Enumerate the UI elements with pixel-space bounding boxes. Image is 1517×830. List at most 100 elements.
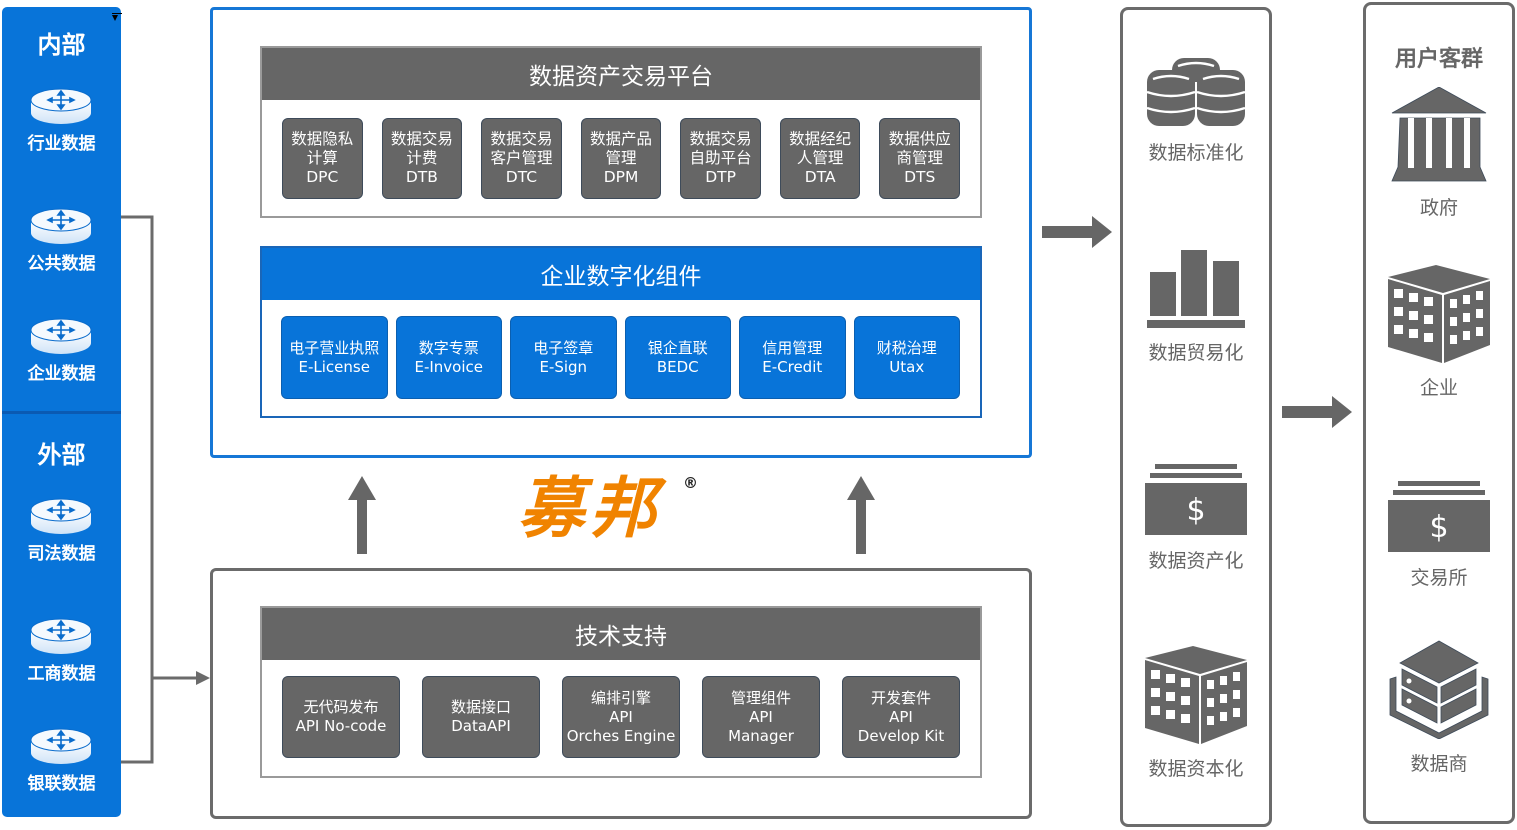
router-icon	[30, 317, 92, 355]
component-name: 电子营业执照	[289, 338, 380, 357]
database-stack-icon	[1146, 58, 1246, 126]
component-code: Utax	[889, 357, 925, 376]
brand-logo: 募邦	[518, 469, 662, 547]
module-dts[interactable]: 数据供应 商管理 DTS	[879, 118, 961, 199]
value-item-standardization[interactable]: 数据标准化	[1123, 54, 1269, 165]
component-name: 银企直联	[647, 338, 708, 357]
source-label: 工商数据	[27, 664, 96, 684]
tech-module-line: API	[609, 707, 633, 726]
customer-item-data-merchant[interactable]: 数据商	[1366, 639, 1512, 776]
source-item-public-data[interactable]: 公共数据	[2, 207, 121, 287]
module-dtb[interactable]: 数据交易 计费 DTB	[381, 118, 463, 199]
tech-module-line: 开发套件	[870, 688, 931, 707]
up-arrow-icon	[847, 476, 875, 554]
source-item-judicial-data[interactable]: 司法数据	[2, 497, 121, 577]
tech-module-line: 数据接口	[450, 698, 511, 716]
tech-module-orches-engine[interactable]: 编排引擎 API Orches Engine	[562, 676, 680, 758]
up-arrow-icon	[348, 476, 376, 554]
module-name-line2: 计费	[406, 149, 438, 167]
customer-label: 企业	[1419, 377, 1458, 399]
svg-text:$: $	[1186, 493, 1205, 528]
module-name: 数据交易	[390, 130, 453, 148]
internal-group-title: 内部	[37, 31, 86, 59]
arrow-head-icon	[196, 671, 210, 685]
customer-segments-title: 用户客群	[1394, 47, 1483, 72]
customer-item-enterprise[interactable]: 企业	[1366, 265, 1512, 400]
router-icon	[30, 87, 92, 125]
value-item-tradability[interactable]: 数据贸易化	[1123, 250, 1269, 365]
component-code: E-License	[298, 357, 370, 376]
tech-module-api-manager[interactable]: 管理组件 API Manager	[702, 676, 820, 758]
tech-module-line: DataAPI	[451, 717, 511, 735]
tech-module-line: API	[749, 707, 773, 726]
value-chain-panel: 数据标准化 数据贸易化 $ 数据资产化 数据资本化	[1120, 7, 1272, 827]
router-icon	[30, 617, 92, 655]
source-item-enterprise-data[interactable]: 企业数据	[2, 317, 121, 397]
customer-item-exchange[interactable]: $ 交易所	[1366, 481, 1512, 590]
component-code: E-Credit	[762, 357, 823, 376]
customer-item-government[interactable]: 政府	[1366, 87, 1512, 220]
customer-label: 政府	[1419, 197, 1458, 219]
right-arrow-icon	[1282, 396, 1352, 428]
corner-arrow-icon	[112, 13, 122, 21]
tech-module-line: 编排引擎	[590, 688, 651, 707]
module-name: 数据交易	[490, 130, 553, 148]
module-name: 数据隐私	[291, 130, 354, 148]
source-item-business-registry-data[interactable]: 工商数据	[2, 617, 121, 697]
money-stack-icon: $	[1388, 481, 1490, 552]
group-divider	[2, 411, 121, 414]
customer-segments-panel: 用户客群 政府 企业 $ 交易所	[1363, 2, 1515, 824]
component-e-license[interactable]: 电子营业执照 E-License	[281, 316, 388, 399]
source-label: 公共数据	[27, 254, 96, 274]
module-dtc[interactable]: 数据交易 客户管理 DTC	[481, 118, 562, 199]
module-name-line2: 自助平台	[689, 149, 752, 167]
digital-components-title: 企业数字化组件	[262, 248, 980, 300]
trading-platform-title: 数据资产交易平台	[262, 48, 980, 100]
value-label: 数据资本化	[1148, 758, 1244, 780]
platform-container	[210, 7, 1032, 458]
module-code: DTC	[505, 168, 538, 186]
module-dpm[interactable]: 数据产品 管理 DPM	[580, 118, 662, 199]
tech-support-panel: 技术支持 无代码发布 API No-code 数据接口 DataAPI 编排引擎…	[260, 606, 982, 778]
module-dta[interactable]: 数据经纪 人管理 DTA	[779, 118, 861, 199]
component-name: 财税治理	[876, 338, 937, 357]
tech-module-develop-kit[interactable]: 开发套件 API Develop Kit	[842, 676, 960, 758]
component-bedc[interactable]: 银企直联 BEDC	[624, 316, 731, 399]
tech-support-container	[210, 568, 1032, 819]
component-utax[interactable]: 财税治理 Utax	[853, 316, 960, 399]
module-code: DTS	[904, 168, 936, 186]
module-code: DTB	[405, 168, 438, 186]
module-name-line2: 计算	[306, 149, 338, 167]
component-e-credit[interactable]: 信用管理 E-Credit	[739, 316, 846, 399]
tech-module-data-api[interactable]: 数据接口 DataAPI	[422, 676, 540, 758]
value-item-capitalization[interactable]: 数据资本化	[1123, 646, 1269, 781]
module-name-line2: 管理	[605, 149, 637, 167]
value-item-assetization[interactable]: $ 数据资产化	[1123, 464, 1269, 573]
external-group-title: 外部	[37, 441, 86, 469]
module-code: DTP	[705, 168, 736, 186]
right-arrow-icon	[1042, 216, 1112, 248]
value-label: 数据贸易化	[1148, 342, 1244, 364]
component-code: BEDC	[656, 357, 699, 376]
tech-module-line: Orches Engine	[566, 726, 676, 745]
building-icon	[1388, 265, 1490, 363]
tech-module-api-no-code[interactable]: 无代码发布 API No-code	[282, 676, 400, 758]
value-label: 数据资产化	[1148, 550, 1244, 572]
bar-chart-icon	[1147, 250, 1245, 328]
money-stack-icon: $	[1145, 464, 1247, 535]
source-item-industry-data[interactable]: 行业数据	[2, 87, 121, 167]
module-dpc[interactable]: 数据隐私 计算 DPC	[282, 118, 363, 199]
digital-components-panel: 企业数字化组件 电子营业执照 E-License 数字专票 E-Invoice …	[260, 246, 982, 418]
component-code: E-Invoice	[414, 357, 484, 376]
module-name-line2: 客户管理	[490, 149, 553, 167]
component-e-sign[interactable]: 电子签章 E-Sign	[510, 316, 617, 399]
component-e-invoice[interactable]: 数字专票 E-Invoice	[395, 316, 502, 399]
component-name: 电子签章	[533, 338, 594, 357]
source-item-unionpay-data[interactable]: 银联数据	[2, 727, 121, 807]
module-name-line2: 商管理	[896, 149, 944, 167]
component-name: 信用管理	[762, 338, 823, 357]
module-dtp[interactable]: 数据交易 自助平台 DTP	[680, 118, 761, 199]
source-connector-lines	[121, 215, 210, 764]
data-sources-panel: 内部 行业数据 公共数据 企业数据 外部 司法数据 工商数据 银联数据	[2, 7, 122, 817]
module-name: 数据经纪	[789, 130, 852, 148]
